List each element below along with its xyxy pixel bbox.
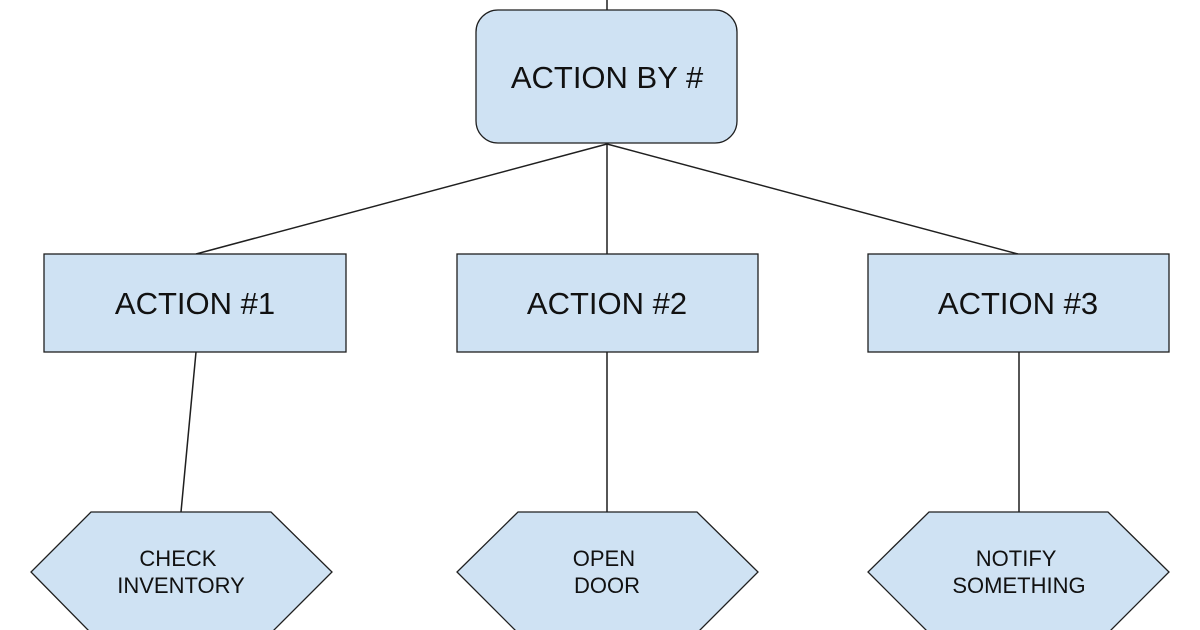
outcome-node-1-line-1: CHECK xyxy=(139,546,216,571)
outcome-node-1-shape xyxy=(30,511,333,630)
connectors xyxy=(180,0,1020,513)
root-node-shape xyxy=(475,9,738,144)
action-node-1-label: ACTION #1 xyxy=(115,286,275,321)
action-node-3[interactable]: ACTION #3 xyxy=(867,253,1170,353)
action-node-2-shape xyxy=(456,253,759,353)
outcome-node-1[interactable]: CHECK INVENTORY xyxy=(30,511,333,630)
outcome-node-3[interactable]: NOTIFY SOMETHING xyxy=(867,511,1170,630)
action-node-1[interactable]: ACTION #1 xyxy=(43,253,347,353)
connector-root-action-1 xyxy=(195,143,608,255)
action-node-3-label: ACTION #3 xyxy=(938,286,1098,321)
action-node-2-label: ACTION #2 xyxy=(527,286,687,321)
connector-root-action-3 xyxy=(606,143,1019,255)
root-node-label: ACTION BY # xyxy=(511,60,704,95)
action-node-2[interactable]: ACTION #2 xyxy=(456,253,759,353)
outcome-node-2-label: OPEN DOOR xyxy=(573,546,641,598)
outcome-node-2-line-2: DOOR xyxy=(574,573,640,598)
root-node[interactable]: ACTION BY # xyxy=(475,9,738,144)
outcome-node-3-line-2: SOMETHING xyxy=(952,573,1085,598)
outcome-node-3-line-1: NOTIFY xyxy=(976,546,1057,571)
outcome-node-2-shape xyxy=(456,511,759,630)
outcome-node-3-label: NOTIFY SOMETHING xyxy=(952,546,1085,598)
outcome-node-1-line-2: INVENTORY xyxy=(117,573,245,598)
action-node-3-shape xyxy=(867,253,1170,353)
action-node-1-shape xyxy=(43,253,347,353)
outcome-node-3-shape xyxy=(867,511,1170,630)
outcome-node-2-line-1: OPEN xyxy=(573,546,635,571)
outcome-node-1-label: CHECK INVENTORY xyxy=(117,546,245,598)
outcome-node-2[interactable]: OPEN DOOR xyxy=(456,511,759,630)
connector-action-1-outcome-1 xyxy=(180,351,197,513)
